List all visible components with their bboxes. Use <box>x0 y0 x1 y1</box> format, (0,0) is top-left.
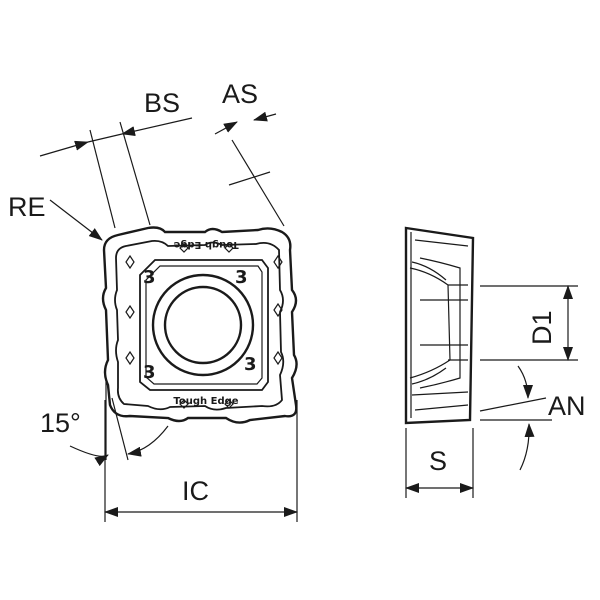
s-label: S <box>429 446 447 476</box>
corner-number-bottom-left: 3 <box>143 362 156 383</box>
as-label: AS <box>222 79 258 109</box>
corner-number-top-left: 3 <box>143 267 156 288</box>
re-label: RE <box>8 192 46 222</box>
insert-outline <box>101 226 298 424</box>
an-label: AN <box>548 391 586 421</box>
insert-face <box>139 259 269 391</box>
center-hole-inner <box>163 285 243 365</box>
chipbreaker-outline <box>114 239 285 411</box>
insert-top-view: 3 3 3 3 Tough Edge Tough Edge <box>101 226 298 424</box>
corner-number-top-right: 3 <box>235 267 248 288</box>
d1-dimension <box>480 285 578 361</box>
insert-face-edge <box>145 265 263 385</box>
re-leader <box>49 199 103 241</box>
an-dimension <box>479 365 552 471</box>
center-hole-outer <box>151 273 255 377</box>
d1-label: D1 <box>527 310 557 345</box>
brand-text-bottom: Tough Edge <box>173 396 238 407</box>
bs-dimension <box>39 117 193 229</box>
brand-text-top: Tough Edge <box>173 239 238 250</box>
angle-label: 15° <box>40 408 81 438</box>
insert-side-view <box>404 226 475 425</box>
as-dimension <box>214 111 285 227</box>
edge-notches <box>125 243 283 409</box>
s-dimension <box>405 428 474 498</box>
ic-label: IC <box>182 476 209 506</box>
ic-dimension <box>104 400 298 522</box>
bs-label: BS <box>144 88 180 118</box>
side-outline <box>404 226 475 425</box>
corner-number-bottom-right: 3 <box>244 354 257 375</box>
angle-dimension <box>69 382 169 467</box>
